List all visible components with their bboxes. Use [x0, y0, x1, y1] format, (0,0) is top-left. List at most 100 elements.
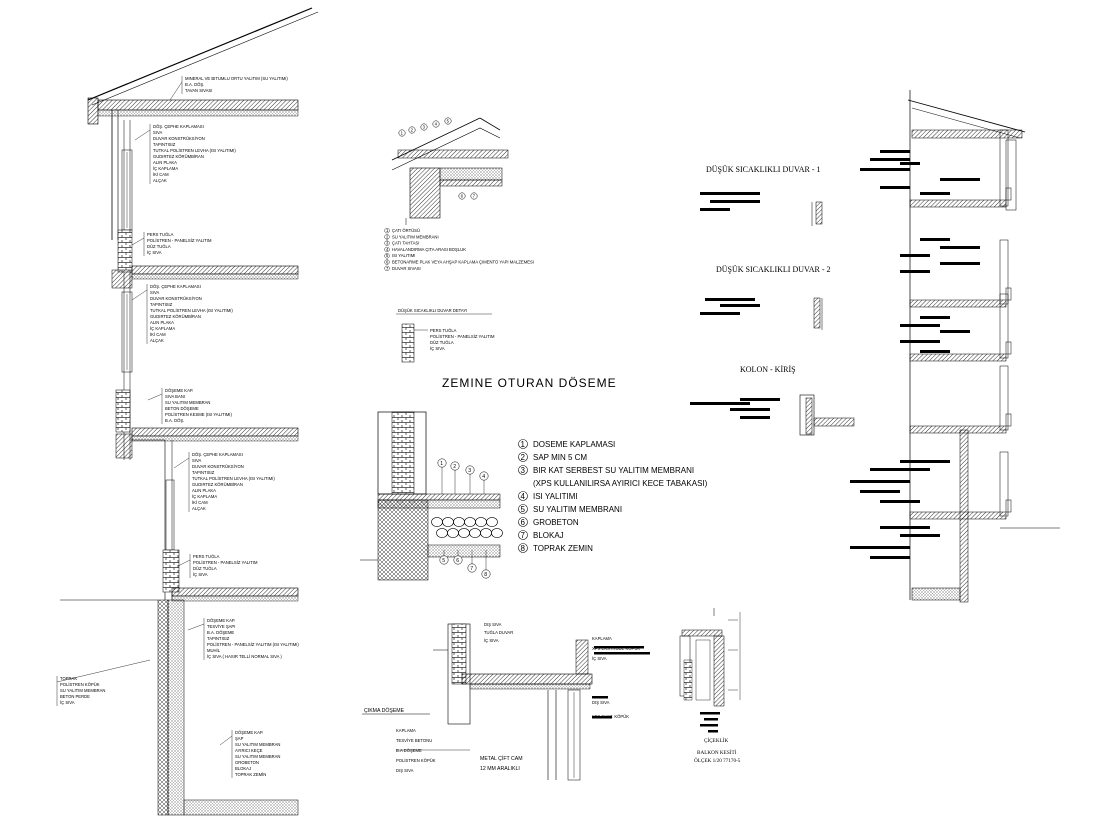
redacted-label — [705, 298, 755, 301]
redacted-label — [900, 162, 920, 165]
redacted-label — [900, 534, 940, 537]
balcony-title: BALKON KESİTİ — [697, 749, 737, 756]
roof-callout-number: 4 — [435, 122, 438, 127]
slab-callout-number: 3 — [468, 468, 471, 474]
legend-number: 5 — [521, 505, 526, 514]
legend-text: SAP MIN 5 CM — [533, 453, 587, 462]
floor-slab — [909, 353, 1007, 362]
legend-bubble — [384, 253, 390, 259]
blokaj-stone — [447, 528, 459, 538]
small-wall-note: POLİSTREN - PANELSİZ YALITIM — [430, 334, 495, 339]
upper-wall — [1005, 139, 1017, 211]
right-label: DIŞ SIVA — [592, 700, 610, 705]
note-label: DÖŞ. ÇEPHE KAPLAMASI — [150, 284, 201, 289]
top-label: İÇ SIVA — [484, 638, 499, 643]
redacted-label — [700, 208, 730, 211]
note-label: ALIN PLAKA — [153, 160, 177, 165]
note-label: DÜZ TUĞLA — [193, 566, 217, 571]
facade-wall — [999, 451, 1009, 517]
redacted-label — [880, 186, 910, 189]
slab-callout-number: 7 — [470, 566, 473, 572]
facade-wall — [999, 365, 1009, 431]
blokaj-stone — [486, 517, 498, 527]
redacted-label — [920, 238, 950, 241]
note-label: MUHİL — [207, 648, 221, 653]
note-group-roof-notes: MINERAL VE BITUMLU ORTU YALITIM (SU YALI… — [169, 76, 288, 101]
note-label: TAPINTISIZ — [150, 302, 173, 307]
window-label: 12 MM ARALIKLI — [480, 766, 520, 772]
roof-slab — [911, 129, 1023, 139]
note-label: DÜZ TUĞLA — [147, 244, 171, 249]
legend-text: ISI YALITIMI — [533, 492, 578, 501]
legend-text: HAVALANDIRMA ÇITA ARASI BOŞLUK — [392, 247, 466, 252]
legend-bubble — [518, 452, 528, 462]
slab-callout-number: 8 — [484, 572, 487, 578]
legend-bubble — [518, 543, 528, 553]
roof-callout-bubble — [458, 192, 466, 200]
floor-slab — [909, 299, 1007, 308]
note-label: İKİ CAM — [192, 500, 208, 505]
note-label: BETON DÖŞEME — [165, 406, 199, 411]
note-label: SIVA — [150, 290, 159, 295]
note-label: ALÇAK — [150, 338, 164, 343]
left-annotations: MINERAL VE BITUMLU ORTU YALITIM (SU YALI… — [56, 76, 299, 778]
note-label: İKİ CAM — [150, 332, 166, 337]
roof-callout-bubble — [470, 192, 478, 200]
blokaj-stone — [431, 517, 443, 527]
note-label: MINERAL VE BITUMLU ORTU YALITIM (SU YALI… — [185, 76, 288, 81]
note-label: TOPRAK — [60, 676, 77, 681]
facade-wall — [999, 129, 1009, 207]
legend-bubble — [518, 465, 528, 475]
legend-bubble — [384, 234, 390, 240]
note-label: B.A. DÖŞ. — [185, 82, 204, 87]
legend-number: 1 — [386, 228, 389, 233]
window-sill — [1005, 187, 1012, 201]
redacted-label — [710, 200, 760, 203]
note-label: DÖŞEME KAP. — [235, 730, 263, 735]
redacted-label — [920, 350, 950, 353]
legend-number: 4 — [386, 247, 389, 252]
note-label: SIVA BANI — [165, 394, 185, 399]
note-label: SIVA — [153, 130, 162, 135]
legend-number: 3 — [386, 241, 389, 246]
slab-callout-number: 4 — [482, 474, 485, 480]
note-label: TAPINTISIZ — [192, 470, 215, 475]
legend-number: 7 — [521, 531, 526, 540]
balcony-scale: ÖLÇEK 1/20 77170-5 — [694, 757, 741, 764]
note-label: SU YALITIM MEMBRAN — [60, 688, 105, 693]
note-label: POLİSTREN KÖPÜK — [60, 682, 100, 687]
note-label: B.A. DÖŞ. — [165, 418, 184, 423]
redacted-label — [740, 416, 770, 419]
note-label: SIVA — [192, 458, 201, 463]
redacted-label — [700, 724, 718, 727]
redacted-label — [700, 192, 760, 195]
redacted-label — [594, 652, 650, 655]
note-label: TAVAN SIVASI — [185, 88, 212, 93]
left-label: POLİSTREN KÖPÜK — [396, 758, 436, 763]
note-label: ALIN PLAKA — [192, 488, 216, 493]
legend-number: 8 — [521, 544, 526, 553]
redacted-label — [730, 408, 770, 411]
redacted-label — [592, 696, 608, 699]
note-label: PERS TUĞLA — [147, 232, 174, 237]
roof-callout-number: 5 — [447, 119, 450, 124]
title-column-beam: KOLON - KİRİŞ — [740, 365, 796, 374]
legend-number: 7 — [386, 266, 389, 271]
note-label: DÖŞ. ÇEPHE KAPLAMASI — [153, 124, 204, 129]
note-label: POLİSTREN KESME (ISI YALITIMI) — [165, 412, 232, 417]
slab-callout-number: 5 — [442, 558, 445, 564]
note-label: GROBETON — [235, 760, 259, 765]
redacted-label — [940, 330, 970, 333]
legend-text: TOPRAK ZEMIN — [533, 544, 593, 553]
left-label: KAPLAMA — [396, 728, 416, 733]
facade-wall — [999, 239, 1009, 305]
top-label: DIŞ SIVA — [484, 622, 502, 627]
note-label: İKİ CAM — [153, 172, 169, 177]
